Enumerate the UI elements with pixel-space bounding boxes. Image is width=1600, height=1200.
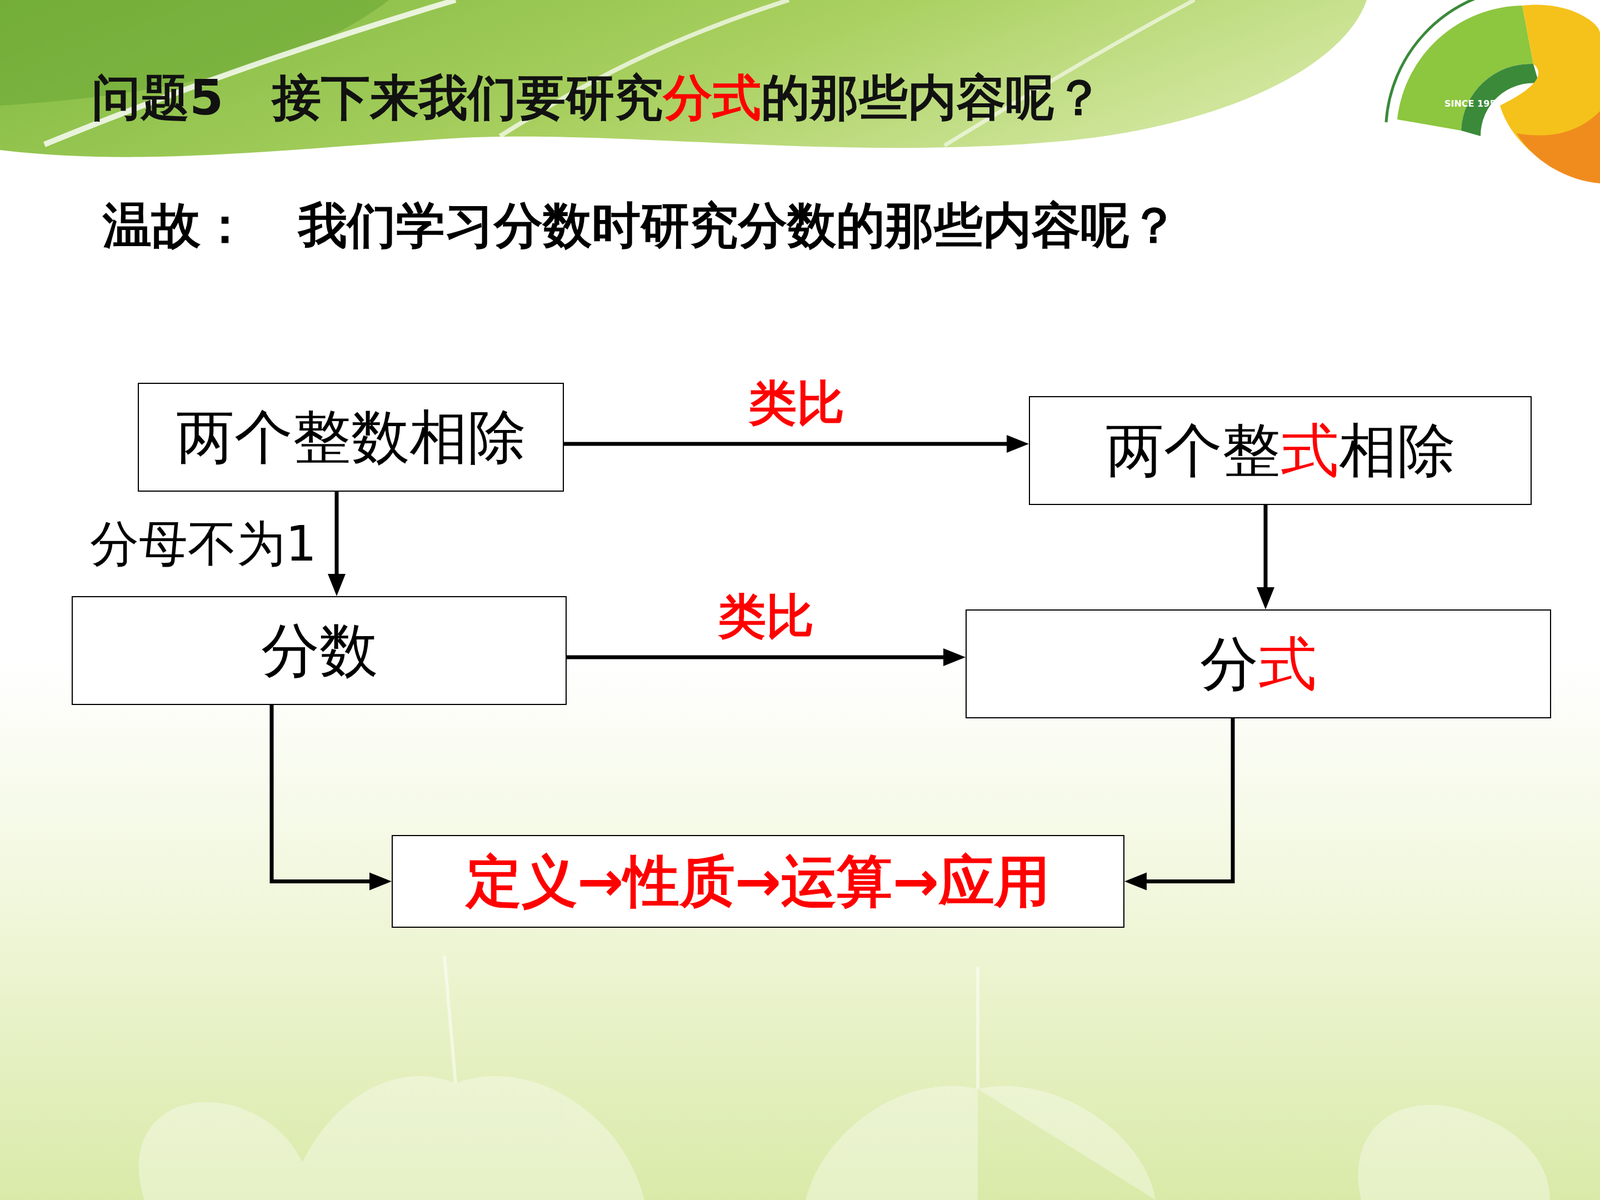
text-run: 整 <box>292 403 352 472</box>
text-run: 两 <box>176 403 235 472</box>
box-label: 分式 <box>1200 630 1317 698</box>
arrow-connector <box>1263 505 1268 599</box>
box-label: 定义→性质→运算→应用 <box>466 849 1050 914</box>
edge-label: 类比 <box>718 588 814 644</box>
review-question: 温故： 我们学习分数时研究分数的那些内容呢？ <box>102 197 1179 254</box>
text-run: 除 <box>467 403 527 472</box>
text-run: 问题5 接下来我们要研究 <box>91 68 664 127</box>
text-run: → <box>892 848 939 914</box>
ginkgo-stems <box>444 955 978 1089</box>
text-run: 定 <box>466 848 522 914</box>
text-run: 分 <box>1200 630 1259 698</box>
ginkgo-leaf <box>288 1076 456 1200</box>
ginkgo-stem <box>976 966 980 1089</box>
process-box: 两个整式相除 <box>1028 396 1532 505</box>
text-run: 性 <box>623 848 680 914</box>
text-run: 分式 <box>663 68 762 127</box>
process-box: 分数 <box>71 596 567 705</box>
ginkgo-stem <box>444 955 456 1084</box>
logo-ring <box>1386 0 1512 123</box>
school-logo <box>1386 0 1600 184</box>
box-label: 分数 <box>261 617 378 685</box>
text-run: 两 <box>1105 416 1164 485</box>
ginkgo-leaf <box>1358 1105 1550 1200</box>
text-run: 质 <box>679 848 735 914</box>
text-run: 义 <box>521 848 578 914</box>
edge-label: 分母不为1 <box>90 515 317 572</box>
arrow-connector <box>1135 718 1233 882</box>
ginkgo-leaves <box>138 1076 1550 1200</box>
slide-title: 问题5 接下来我们要研究分式的那些内容呢？ <box>91 69 1104 126</box>
arrow-connector <box>335 491 339 585</box>
text-run: 应 <box>938 848 995 914</box>
text-run: 的那些内容呢？ <box>761 68 1104 127</box>
text-run: 算 <box>836 848 893 914</box>
text-run: → <box>735 848 782 914</box>
arrow-connector <box>566 655 955 660</box>
process-box: 定义→性质→运算→应用 <box>391 835 1125 928</box>
text-run: 用 <box>994 848 1050 914</box>
process-box: 两个整数相除 <box>137 382 564 492</box>
process-box: 分式 <box>965 609 1552 719</box>
text-run: 式 <box>1258 630 1317 698</box>
text-run: 相 <box>409 403 468 472</box>
ginkgo-leaf <box>805 1086 978 1200</box>
arrow-connector <box>271 705 381 882</box>
arrow-connector <box>563 442 1018 447</box>
ginkgo-leaf <box>977 1086 1156 1200</box>
text-run: 分 <box>261 616 320 685</box>
edge-label: 类比 <box>748 375 845 431</box>
logo-year: SINCE 1957 <box>1444 98 1503 109</box>
text-run: 个 <box>1163 416 1223 485</box>
text-run: 相 <box>1338 416 1398 485</box>
ginkgo-leaf <box>455 1076 645 1200</box>
text-run: 数 <box>351 403 410 472</box>
top-leaf <box>0 0 1367 158</box>
box-label: 两个整式相除 <box>1105 417 1456 485</box>
text-run: 式 <box>1280 416 1339 485</box>
text-run: 除 <box>1397 416 1456 485</box>
text-run: 运 <box>781 848 837 914</box>
text-run: → <box>577 848 624 914</box>
text-run: 个 <box>234 403 293 472</box>
ginkgo-leaf <box>138 1102 312 1200</box>
box-label: 两个整数相除 <box>176 403 527 472</box>
logo-orange-fan <box>1516 111 1600 184</box>
text-run: 整 <box>1222 416 1281 485</box>
text-run: 数 <box>319 616 378 685</box>
logo-yellow-fan <box>1500 4 1600 184</box>
